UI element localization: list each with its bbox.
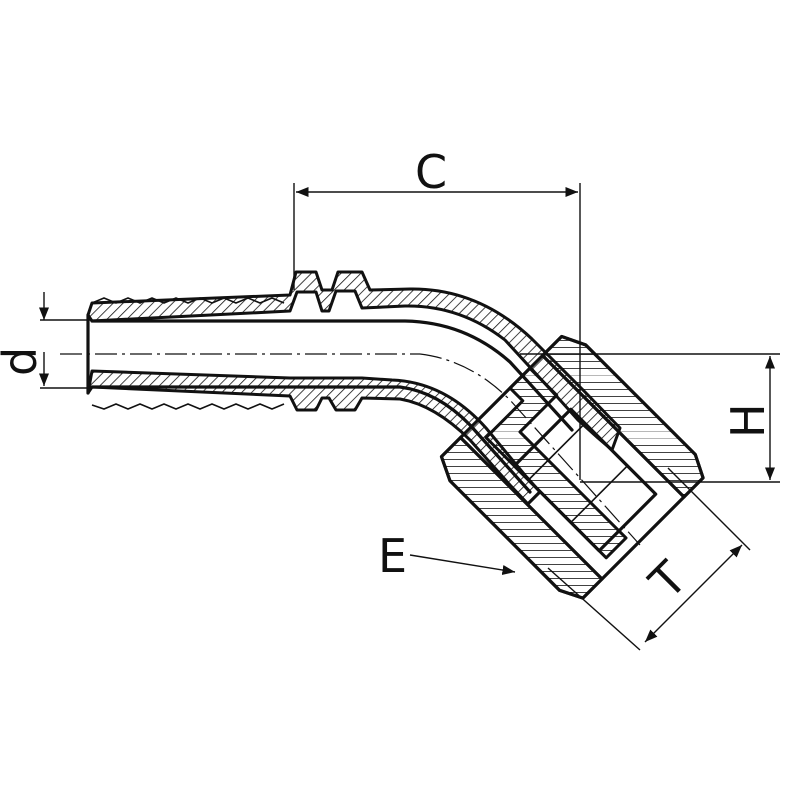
label-d: d	[0, 347, 47, 376]
t-ext-bottom	[547, 567, 641, 651]
t-ext-top	[667, 467, 751, 551]
top-wall	[86, 270, 622, 452]
top-barbs	[91, 297, 285, 304]
t-dim-line	[644, 544, 743, 643]
bottom-barbs	[91, 403, 285, 410]
bore-top	[90, 319, 574, 432]
label-c: C	[415, 145, 447, 199]
label-e: E	[378, 529, 407, 583]
center-line-bend	[419, 353, 641, 546]
label-h: H	[721, 403, 775, 438]
e-leader	[409, 554, 516, 575]
label-t: T	[638, 550, 697, 609]
swivel-nut	[439, 334, 705, 600]
bore-bottom	[90, 385, 532, 494]
